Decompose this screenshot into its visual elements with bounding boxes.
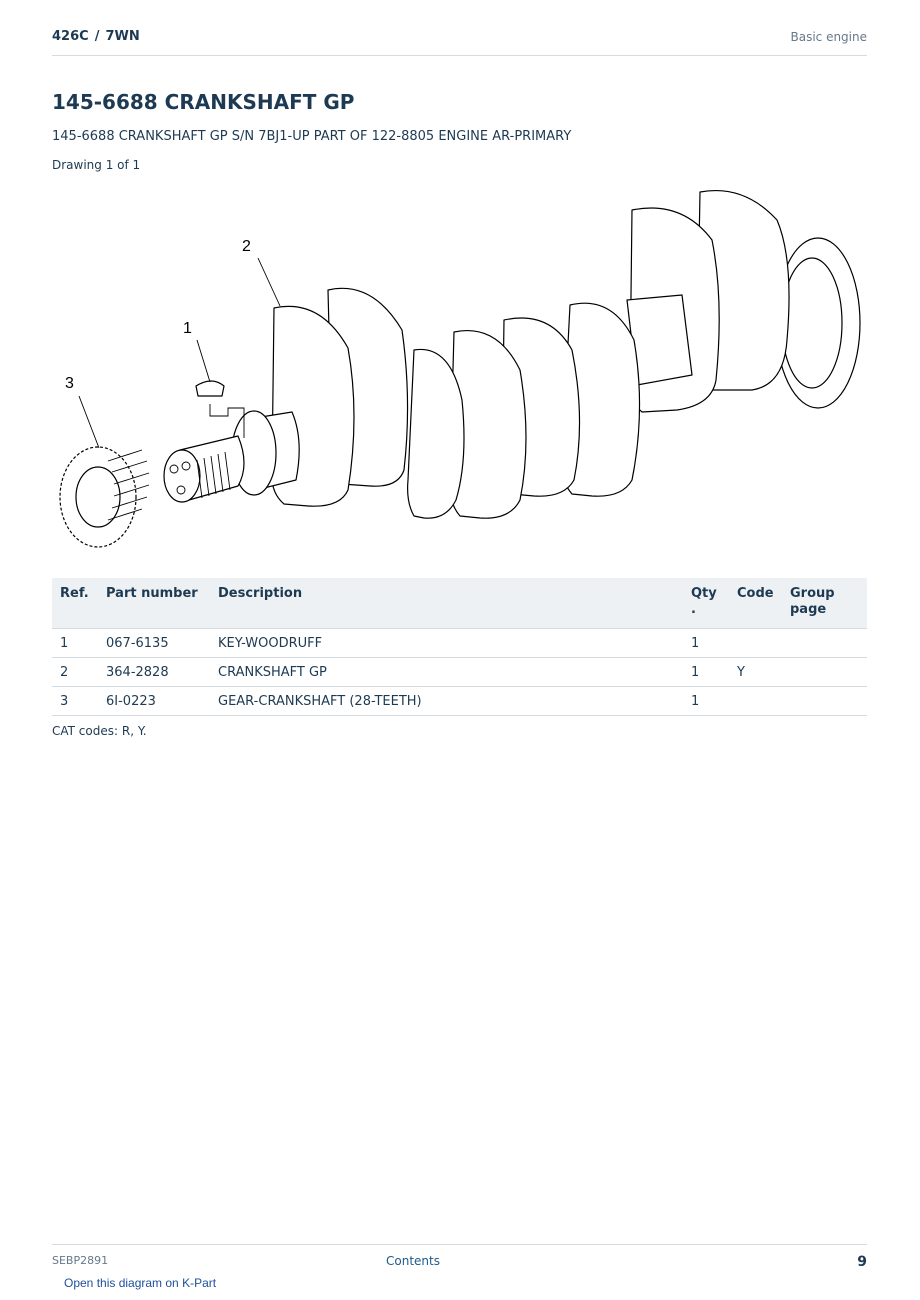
cell-description: CRANKSHAFT GP: [210, 657, 683, 687]
parts-table: Ref. Part number Description Qty. Code G…: [52, 578, 867, 716]
cell-ref: 1: [52, 628, 98, 658]
qty-header-line2: .: [691, 602, 696, 617]
col-header-ref: Ref.: [52, 578, 98, 629]
cat-codes-note: CAT codes: R, Y.: [52, 724, 147, 738]
group-header-line2: page: [790, 602, 827, 617]
page-footer: SEBP2891 Contents 9: [52, 1244, 867, 1270]
open-kpart-link[interactable]: Open this diagram on K-Part: [64, 1276, 217, 1290]
cell-group-page: [782, 657, 867, 687]
col-header-part-number: Part number: [98, 578, 210, 629]
detail-lines: [78, 257, 281, 521]
cell-description: GEAR-CRANKSHAFT (28-TEETH): [210, 686, 683, 716]
nose-hole-1: [169, 464, 179, 474]
callout-1: 1: [183, 320, 192, 337]
model-name: 426C: [52, 29, 89, 44]
table-row: 1 067-6135 KEY-WOODRUFF 1: [52, 628, 867, 658]
page-subtitle: 145-6688 CRANKSHAFT GP S/N 7BJ1-UP PART …: [52, 129, 572, 144]
table-header-row: Ref. Part number Description Qty. Code G…: [52, 578, 867, 629]
cell-group-page: [782, 628, 867, 658]
serial-prefix: 7WN: [105, 29, 140, 44]
page-title: 145-6688 CRANKSHAFT GP: [52, 90, 355, 114]
section-name: Basic engine: [790, 30, 867, 44]
col-header-qty: Qty.: [683, 578, 729, 629]
group-header-line1: Group: [790, 586, 835, 601]
nose-hole-3: [176, 485, 186, 495]
cell-code: Y: [729, 657, 782, 687]
cell-part-number: 364-2828: [98, 657, 210, 687]
cell-ref: 2: [52, 657, 98, 687]
table-row: 2 364-2828 CRANKSHAFT GP 1 Y: [52, 657, 867, 687]
nose-hole-2: [181, 461, 191, 471]
woodruff-key: [195, 380, 225, 397]
gear-bore: [75, 466, 121, 528]
cell-description: KEY-WOODRUFF: [210, 628, 683, 658]
drawing-label: Drawing 1 of 1: [52, 158, 141, 172]
col-header-description: Description: [210, 578, 683, 629]
cell-qty: 1: [683, 686, 729, 716]
col-header-code: Code: [729, 578, 782, 629]
callout-2-leader: [257, 257, 281, 307]
page-number: 9: [857, 1254, 867, 1270]
callout-3: 3: [65, 375, 74, 392]
page-header: 426C / 7WN Basic engine: [52, 28, 867, 56]
breadcrumb-separator: /: [94, 29, 100, 44]
qty-header-line1: Qty: [691, 586, 717, 601]
rear-flange-inner: [781, 257, 843, 389]
cell-code: [729, 628, 782, 658]
table-row: 3 6I-0223 GEAR-CRANKSHAFT (28-TEETH) 1: [52, 686, 867, 716]
counterweight-3: [407, 348, 465, 519]
document-id: SEBP2891: [52, 1254, 109, 1267]
callout-3-leader: [78, 395, 100, 449]
cell-code: [729, 686, 782, 716]
gear-tooth-lines: [107, 449, 150, 521]
key-leader-path: [209, 404, 245, 438]
spline-teeth-lines: [196, 451, 231, 499]
cell-ref: 3: [52, 686, 98, 716]
model-breadcrumb: 426C / 7WN: [52, 29, 140, 44]
nose-end-face: [163, 449, 201, 503]
callout-1-leader: [196, 339, 211, 383]
cell-qty: 1: [683, 657, 729, 687]
callout-2: 2: [242, 238, 251, 255]
cell-part-number: 6I-0223: [98, 686, 210, 716]
cell-group-page: [782, 686, 867, 716]
counterweight-4: [449, 330, 527, 519]
cell-qty: 1: [683, 628, 729, 658]
cell-part-number: 067-6135: [98, 628, 210, 658]
contents-link[interactable]: Contents: [386, 1254, 440, 1268]
crankshaft-diagram: 1 2 3: [52, 180, 867, 565]
crankshaft-drawing: 1 2 3: [59, 189, 861, 548]
